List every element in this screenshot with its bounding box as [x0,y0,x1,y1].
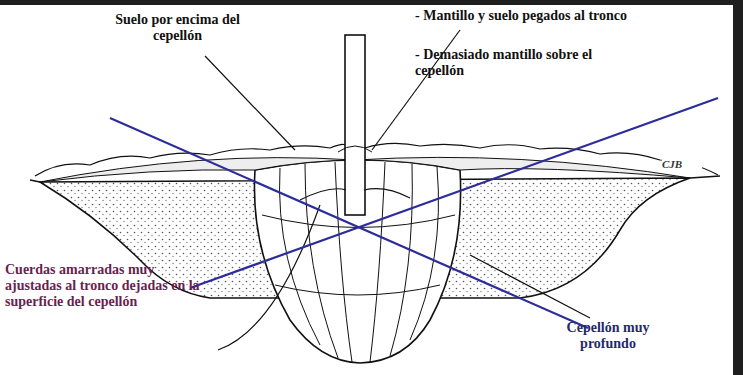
rope-label: Cuerdas amarradas muy ajustadas al tronc… [5,262,210,310]
depth-label: Cepellón muy profundo [548,320,668,352]
soil-label: Suelo por encima del cepellón [95,12,260,44]
mulch-label: - Mantillo y suelo pegados al tronco [415,8,630,24]
mulch-label: - Demasiado mantillo sobre el cepellón [415,47,640,79]
signature: CJB [662,158,702,171]
rope [300,189,410,200]
cross-out-line [110,98,718,328]
tree-trunk [345,35,365,215]
leader-line [205,30,590,350]
soil-on-trunk [338,146,372,152]
mulch-layer [35,143,718,176]
